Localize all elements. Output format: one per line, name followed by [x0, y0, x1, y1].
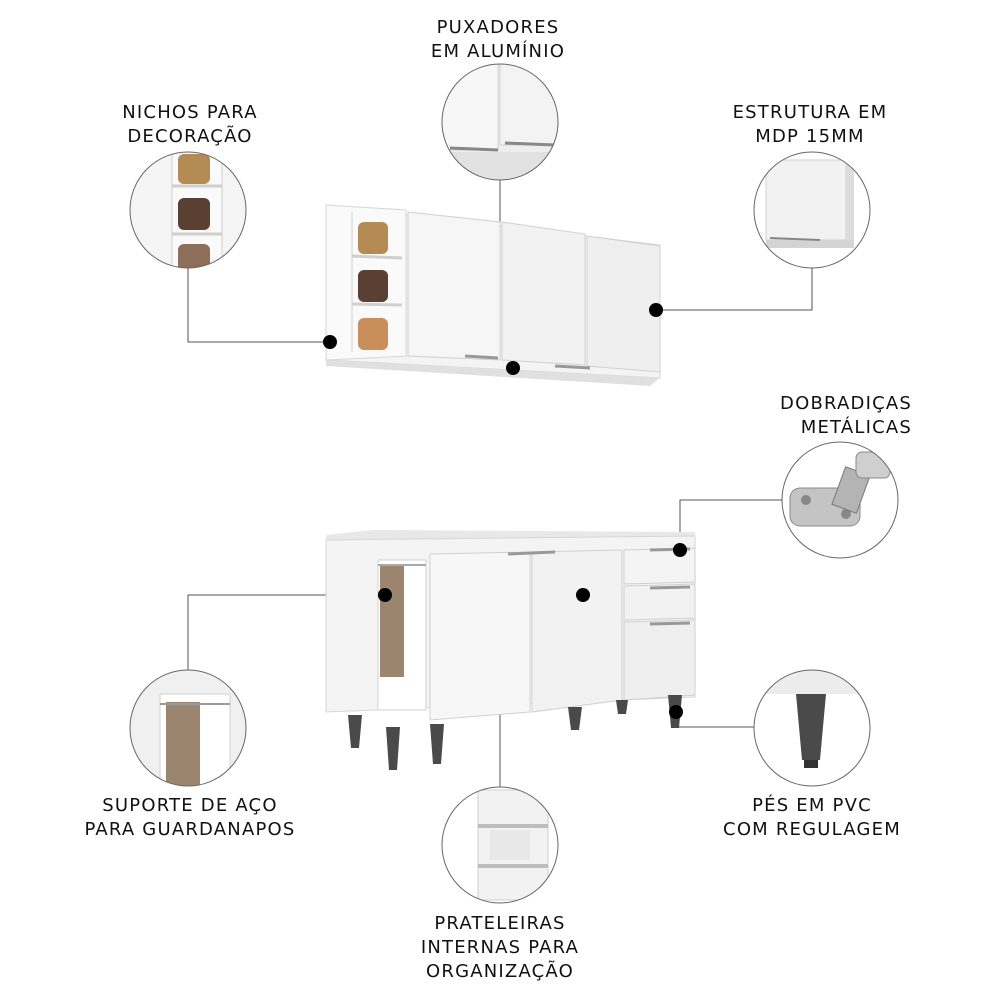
callout-suporte-line2: PARA GUARDANAPOS: [84, 819, 296, 840]
detail-nichos-frame: [129, 151, 247, 269]
callout-dobradicas-line1: DOBRADIÇAS: [780, 393, 912, 414]
detail-nichos: [130, 152, 246, 268]
upper-cabinet: [325, 204, 661, 386]
marker-suporte: [378, 588, 392, 602]
connector-estrutura: [656, 268, 813, 311]
callout-dobradicas-label: DOBRADIÇAS METÁLICAS: [752, 392, 912, 440]
marker-dobradicas: [673, 543, 687, 557]
connector-suporte: [187, 594, 385, 670]
callout-prateleiras-line1: PRATELEIRAS: [434, 913, 566, 934]
detail-estrutura-frame: [753, 151, 871, 269]
callout-dobradicas-line2: METÁLICAS: [800, 417, 912, 438]
detail-puxadores-frame: [441, 63, 559, 181]
detail-pes: [754, 670, 870, 786]
callout-pes-line1: PÉS EM PVC: [752, 795, 872, 816]
towel: [380, 565, 404, 677]
callout-prateleiras-line3: ORGANIZAÇÃO: [426, 961, 574, 982]
callout-estrutura-line2: MDP 15MM: [755, 126, 865, 147]
marker-prateleiras: [576, 588, 590, 602]
detail-suporte-frame: [129, 669, 247, 787]
callout-nichos-line1: NICHOS PARA: [122, 102, 258, 123]
callout-suporte-line1: SUPORTE DE AÇO: [102, 795, 278, 816]
callout-estrutura-label: ESTRUTURA EM MDP 15MM: [725, 101, 895, 149]
callout-puxadores-line1: PUXADORES: [436, 17, 560, 38]
connector-pes: [675, 712, 754, 728]
jar-candy: [358, 318, 388, 350]
callout-suporte-label: SUPORTE DE AÇO PARA GUARDANAPOS: [80, 794, 300, 842]
detail-estrutura: [754, 152, 870, 268]
callout-pes-label: PÉS EM PVC COM REGULAGEM: [712, 794, 912, 842]
callout-puxadores-line2: EM ALUMÍNIO: [430, 41, 566, 62]
callout-pes-line2: COM REGULAGEM: [723, 819, 901, 840]
callout-puxadores-label: PUXADORES EM ALUMÍNIO: [418, 16, 578, 64]
detail-pes-frame: [753, 669, 871, 787]
jar-cookies: [358, 222, 388, 254]
marker-estrutura: [649, 303, 663, 317]
callout-nichos-label: NICHOS PARA DECORAÇÃO: [105, 101, 275, 149]
jar-coffee: [358, 270, 388, 302]
marker-pes: [669, 705, 683, 719]
connector-nichos: [187, 268, 330, 343]
cabinet-legs: [348, 695, 682, 770]
detail-suporte: [130, 670, 246, 786]
marker-puxadores: [506, 361, 520, 375]
callout-estrutura-line1: ESTRUTURA EM: [732, 102, 888, 123]
detail-prateleiras-frame: [441, 786, 559, 904]
lower-cabinet: [325, 530, 696, 770]
marker-nichos: [323, 335, 337, 349]
detail-dobradicas: [782, 442, 898, 558]
detail-dobradicas-frame: [781, 441, 899, 559]
detail-prateleiras: [442, 787, 558, 903]
callout-prateleiras-line2: INTERNAS PARA: [420, 937, 580, 958]
callout-nichos-line2: DECORAÇÃO: [127, 126, 253, 147]
callout-prateleiras-label: PRATELEIRAS INTERNAS PARA ORGANIZAÇÃO: [400, 912, 600, 984]
